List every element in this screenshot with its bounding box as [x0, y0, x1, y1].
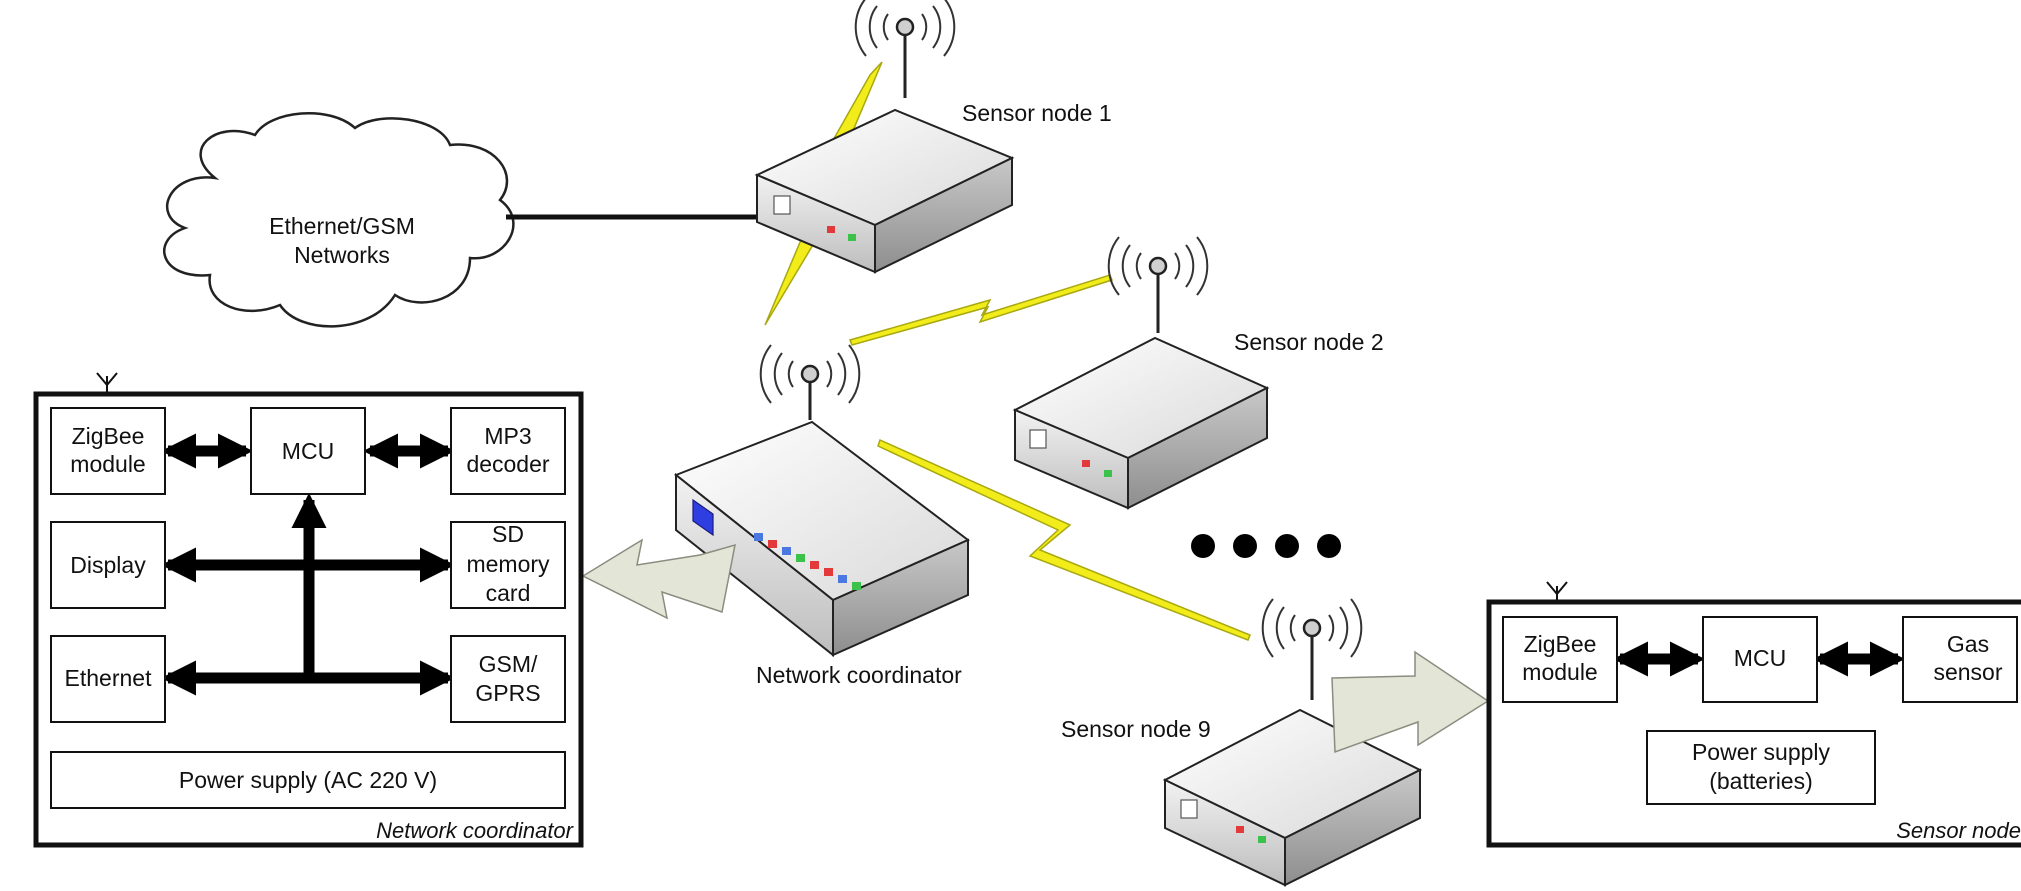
gas-sensor-block	[1902, 616, 2018, 703]
more-nodes-ellipsis	[1191, 534, 1341, 558]
cloud-label-line1: Ethernet/GSM	[269, 213, 415, 239]
zigbee-module-block	[50, 407, 166, 495]
sd-card-block	[450, 521, 566, 609]
antenna-icon	[96, 372, 118, 394]
sensor-mcu-block	[1702, 616, 1818, 703]
mp3-label-1: MP3	[484, 423, 531, 449]
gas-sensor-label-2: sensor	[1933, 659, 2002, 685]
ellipsis-dot	[1275, 534, 1299, 558]
led-green	[848, 234, 856, 241]
sensor-mcu-label: MCU	[1734, 645, 1786, 671]
ethernet-label: Ethernet	[65, 665, 153, 691]
power-supply-label: Power supply (AC 220 V)	[179, 767, 437, 793]
sensor-callout-arrow	[1331, 650, 1490, 754]
network-cable	[506, 214, 802, 227]
wireless-link-node2	[848, 274, 1113, 346]
gsm-label-2: GPRS	[475, 680, 540, 706]
port-icon	[1029, 429, 1047, 449]
sensor-zigbee-label-1: ZigBee	[1524, 631, 1597, 657]
mcu-block	[250, 407, 366, 495]
sensor-panel-caption: Sensor node	[1896, 818, 2021, 843]
status-leds	[754, 533, 861, 590]
sensor-zigbee-block	[1502, 616, 1618, 703]
ethernet-gsm-cloud: Ethernet/GSM Networks	[163, 112, 515, 328]
ellipsis-dot	[1317, 534, 1341, 558]
led-red	[827, 226, 835, 233]
sensor-node-1-label: Sensor node 1	[962, 100, 1112, 126]
coordinator-block-diagram: ZigBee module MCU MP3 decoder Display SD…	[33, 372, 584, 848]
display-block	[50, 521, 166, 609]
mp3-label-2: decoder	[466, 451, 549, 477]
antenna-icon	[1546, 581, 1568, 602]
screen-icon	[692, 498, 714, 537]
sensor-node-1-device	[754, 0, 1015, 274]
gsm-gprs-block	[450, 635, 566, 723]
sensor-node-block-diagram: ZigBee module MCU Gas sensor Power suppl…	[1486, 581, 2021, 848]
led-green	[1258, 836, 1266, 843]
led-red	[1236, 826, 1244, 833]
sd-label-3: card	[486, 580, 531, 606]
network-coordinator-device	[674, 344, 970, 658]
port-icon	[773, 195, 791, 215]
led-red	[1082, 460, 1090, 467]
sensor-power-label-2: (batteries)	[1709, 768, 1813, 794]
sensor-node-9-label: Sensor node 9	[1061, 716, 1211, 742]
sensor-node-9-device	[1162, 598, 1423, 887]
mp3-decoder-block	[450, 407, 566, 495]
ellipsis-dot	[1233, 534, 1257, 558]
ethernet-block	[50, 635, 166, 723]
sensor-node-2-label: Sensor node 2	[1234, 329, 1384, 355]
coordinator-callout-arrow	[581, 538, 736, 620]
led-green	[1104, 470, 1112, 477]
sd-label-1: SD	[492, 521, 524, 547]
mcu-label: MCU	[282, 438, 334, 464]
port-icon	[1180, 799, 1198, 819]
sensor-power-supply-block	[1646, 730, 1876, 805]
ellipsis-dot	[1191, 534, 1215, 558]
coordinator-panel-caption: Network coordinator	[376, 818, 575, 843]
gas-sensor-label-1: Gas	[1947, 631, 1989, 657]
zigbee-label-1: ZigBee	[72, 423, 145, 449]
display-label: Display	[70, 552, 146, 578]
sd-label-2: memory	[466, 551, 550, 577]
power-supply-block	[50, 751, 566, 809]
cloud-label-line2: Networks	[294, 242, 390, 268]
sensor-power-label-1: Power supply	[1692, 739, 1831, 765]
network-coordinator-label: Network coordinator	[756, 662, 962, 688]
wireless-link-node9	[877, 438, 1251, 641]
gsm-label-1: GSM/	[479, 651, 538, 677]
sensor-zigbee-label-2: module	[1522, 659, 1597, 685]
sensor-node-2-device	[1012, 236, 1270, 510]
zigbee-label-2: module	[70, 451, 145, 477]
